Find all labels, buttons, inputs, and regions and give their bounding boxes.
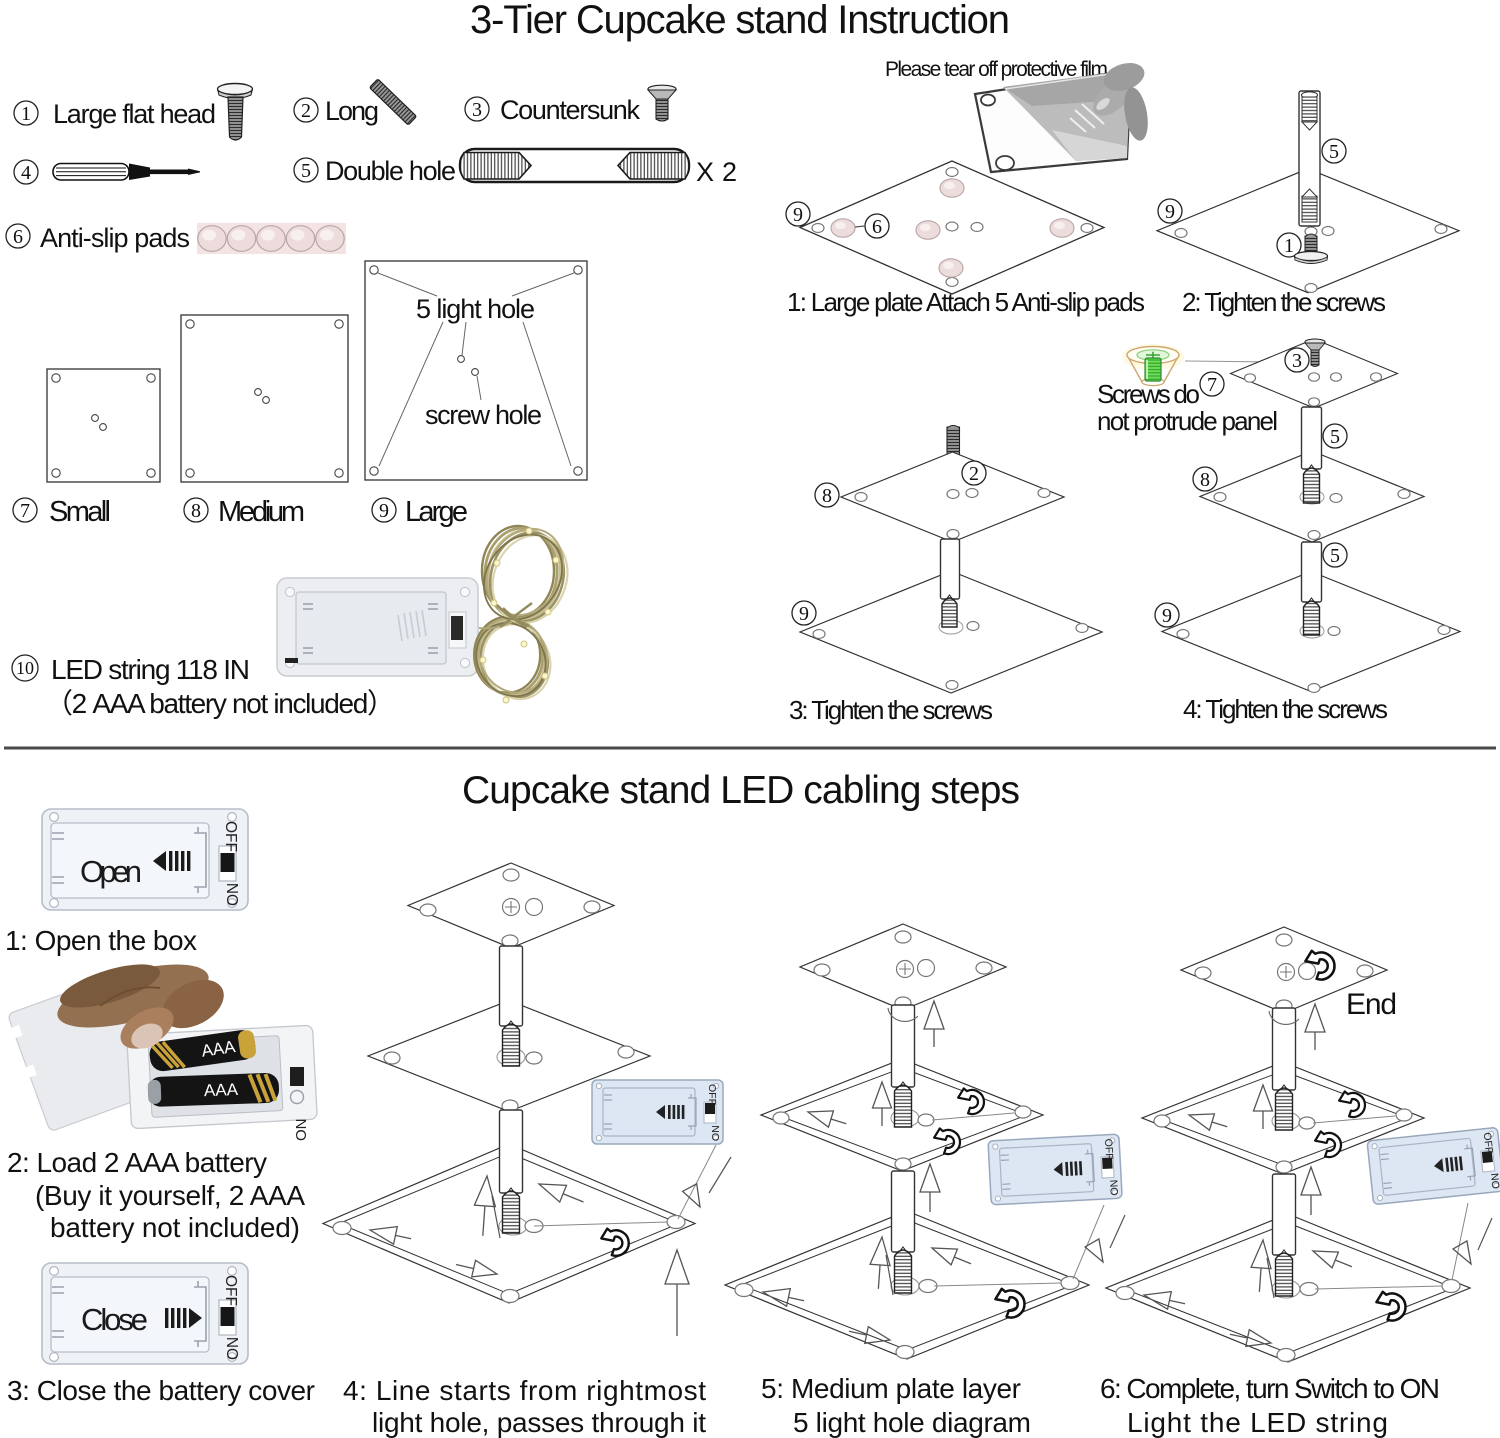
svg-text:Screws do: Screws do <box>1097 379 1200 409</box>
svg-text:Countersunk: Countersunk <box>500 95 641 125</box>
svg-text:9: 9 <box>799 603 809 625</box>
svg-text:9: 9 <box>793 204 803 226</box>
svg-text:battery not included): battery not included) <box>50 1212 300 1243</box>
svg-text:Long: Long <box>325 96 379 126</box>
svg-text:Anti-slip pads: Anti-slip pads <box>40 223 190 253</box>
svg-text:5 light hole: 5 light hole <box>416 294 535 324</box>
svg-text:8: 8 <box>822 485 832 507</box>
svg-text:8: 8 <box>191 500 201 522</box>
svg-text:Double hole: Double hole <box>325 156 456 186</box>
svg-text:6: 6 <box>13 226 23 248</box>
svg-text:3: 3 <box>1292 350 1302 372</box>
svg-text:OFF: OFF <box>706 1084 718 1105</box>
svg-text:10: 10 <box>16 658 34 678</box>
svg-text:6: 6 <box>872 216 882 238</box>
svg-text:（2 AAA battery not included）: （2 AAA battery not included） <box>45 688 395 719</box>
svg-text:OFF: OFF <box>1102 1138 1115 1160</box>
svg-text:not protrude panel: not protrude panel <box>1097 406 1278 436</box>
svg-text:OFF: OFF <box>222 1275 239 1306</box>
svg-text:2: Load 2 AAA battery: 2: Load 2 AAA battery <box>7 1147 267 1178</box>
svg-text:Light the LED string: Light the LED string <box>1127 1407 1388 1438</box>
svg-text:5: 5 <box>301 160 311 182</box>
svg-text:End: End <box>1346 988 1397 1021</box>
svg-text:5: 5 <box>1329 141 1339 163</box>
svg-text:Medium: Medium <box>218 496 305 528</box>
svg-text:3: 3 <box>472 99 482 121</box>
svg-text:light hole, passes through it: light hole, passes through it <box>372 1407 706 1438</box>
svg-text:9: 9 <box>379 500 389 522</box>
svg-text:Large flat head: Large flat head <box>53 99 216 129</box>
svg-text:LED string 118 IN: LED string 118 IN <box>51 654 250 685</box>
svg-text:4: Line starts from rightmost: 4: Line starts from rightmost <box>343 1375 706 1406</box>
svg-text:X 2: X 2 <box>696 157 737 187</box>
svg-text:Large: Large <box>405 496 468 528</box>
svg-text:(Buy it yourself, 2 AAA: (Buy it yourself, 2 AAA <box>35 1180 305 1211</box>
svg-text:1: 1 <box>21 103 31 125</box>
svg-text:AAA: AAA <box>204 1080 239 1100</box>
svg-text:7: 7 <box>20 500 30 522</box>
svg-text:ON: ON <box>710 1125 722 1141</box>
svg-text:9: 9 <box>1162 605 1172 627</box>
svg-text:3: Close the battery cover: 3: Close the battery cover <box>7 1375 315 1406</box>
svg-text:2: 2 <box>301 100 311 122</box>
svg-text:1: Large plate Attach 5 Anti-s: 1: Large plate Attach 5 Anti-slip pads <box>787 287 1145 317</box>
svg-text:5: 5 <box>1330 545 1340 567</box>
svg-text:ON: ON <box>225 883 242 906</box>
svg-text:2: Tighten the screws: 2: Tighten the screws <box>1182 287 1386 317</box>
svg-text:ON: ON <box>1108 1179 1121 1195</box>
svg-text:5: Medium plate layer: 5: Medium plate layer <box>761 1373 1021 1404</box>
svg-text:Open: Open <box>80 854 142 889</box>
svg-text:ON: ON <box>225 1337 242 1360</box>
svg-text:Close: Close <box>81 1302 148 1337</box>
svg-text:4: 4 <box>21 162 31 184</box>
svg-text:ON: ON <box>293 1119 310 1142</box>
svg-text:6: Complete, turn Switch to ON: 6: Complete, turn Switch to ON <box>1100 1373 1440 1404</box>
svg-text:8: 8 <box>1200 469 1210 491</box>
svg-text:Cupcake stand LED cabling step: Cupcake stand LED cabling steps <box>462 769 1020 812</box>
svg-text:Small: Small <box>49 496 111 528</box>
svg-text:1: Open the box: 1: Open the box <box>5 925 197 956</box>
svg-text:7: 7 <box>1207 374 1217 396</box>
svg-text:1: 1 <box>1284 235 1294 257</box>
svg-text:ON: ON <box>1489 1172 1500 1189</box>
svg-text:5: 5 <box>1330 426 1340 448</box>
svg-text:OFF: OFF <box>1481 1132 1495 1154</box>
svg-text:OFF: OFF <box>222 821 239 852</box>
svg-text:3-Tier Cupcake stand Instructi: 3-Tier Cupcake stand Instruction <box>470 0 1010 42</box>
svg-text:5 light hole diagram: 5 light hole diagram <box>793 1407 1031 1438</box>
svg-text:9: 9 <box>1165 201 1175 223</box>
svg-text:4: Tighten the screws: 4: Tighten the screws <box>1183 694 1388 724</box>
svg-text:3: Tighten the screws: 3: Tighten the screws <box>789 695 993 725</box>
svg-text:Please tear off protective fil: Please tear off protective film <box>885 58 1108 81</box>
svg-text:screw hole: screw hole <box>425 400 542 430</box>
svg-text:2: 2 <box>969 463 979 485</box>
svg-text:AAA: AAA <box>200 1037 237 1061</box>
